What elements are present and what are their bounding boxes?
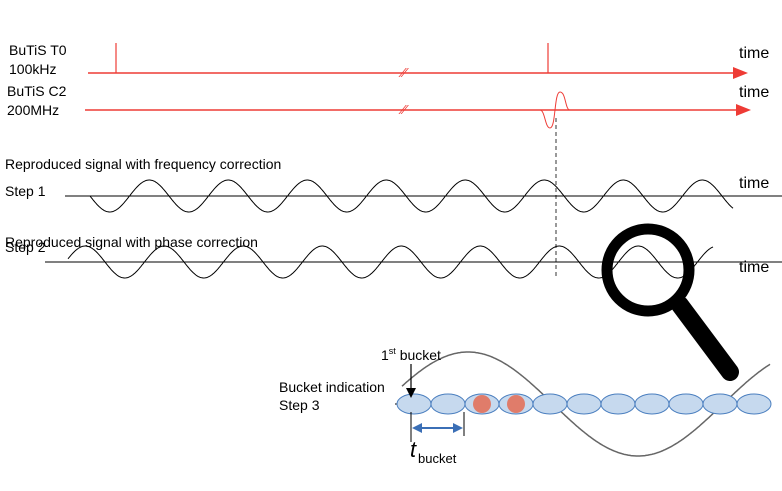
first-bucket-arrowhead	[406, 388, 416, 398]
filled-bucket-marker-2	[507, 395, 525, 413]
step3-title: Bucket indication	[279, 379, 385, 395]
step1-time-label: time	[739, 175, 769, 192]
c2-label-line2: 200MHz	[7, 102, 59, 118]
c2-break-mark: ∕∕	[398, 102, 409, 117]
bucket-7	[600, 393, 636, 415]
c2-label-line1: BuTiS C2	[7, 83, 67, 99]
t-bucket-symbol: t	[410, 437, 417, 462]
magnifier-icon	[601, 223, 739, 381]
step2-title: Reproduced signal with phase correction	[5, 234, 258, 250]
butis-c2-row: BuTiS C2 200MHz ∕∕ time	[7, 83, 769, 129]
bucket-5	[532, 393, 568, 415]
step1-group: Reproduced signal with frequency correct…	[5, 156, 782, 213]
t0-label-line1: BuTiS T0	[9, 42, 67, 58]
bucket-6	[566, 393, 602, 415]
filled-bucket-marker-1	[473, 395, 491, 413]
bucket-9	[668, 393, 704, 415]
step1-label: Step 1	[5, 183, 46, 199]
step3-label: Step 3	[279, 397, 320, 413]
t0-time-label: time	[739, 45, 769, 62]
c2-wave-burst	[539, 91, 571, 129]
bucket-envelope-wave	[401, 351, 771, 457]
butis-t0-row: BuTiS T0 100kHz ∕∕ time	[9, 42, 769, 80]
step3-group: Bucket indication Step 3 1st bucket t bu…	[279, 346, 772, 466]
step2-label: Step 2	[5, 239, 46, 255]
step2-time-label: time	[739, 259, 769, 276]
t0-break-mark: ∕∕	[398, 65, 409, 80]
t-bucket-arrowhead-right	[453, 423, 463, 433]
t0-arrowhead	[733, 67, 748, 79]
bucket-8	[634, 393, 670, 415]
step1-title: Reproduced signal with frequency correct…	[5, 156, 281, 172]
t-bucket-arrowhead-left	[412, 423, 422, 433]
first-bucket-label: 1st bucket	[381, 346, 441, 363]
t0-label-line2: 100kHz	[9, 61, 56, 77]
bucket-2	[430, 393, 466, 415]
t-bucket-subscript: bucket	[418, 451, 457, 466]
bucket-row	[396, 393, 772, 415]
step1-sine-wave	[89, 179, 734, 213]
bucket-10	[702, 393, 738, 415]
step2-group: Reproduced signal with phase correction …	[5, 234, 782, 279]
c2-time-label: time	[739, 84, 769, 101]
c2-arrowhead	[736, 104, 751, 116]
bucket-1	[396, 393, 432, 415]
bucket-11	[736, 393, 772, 415]
